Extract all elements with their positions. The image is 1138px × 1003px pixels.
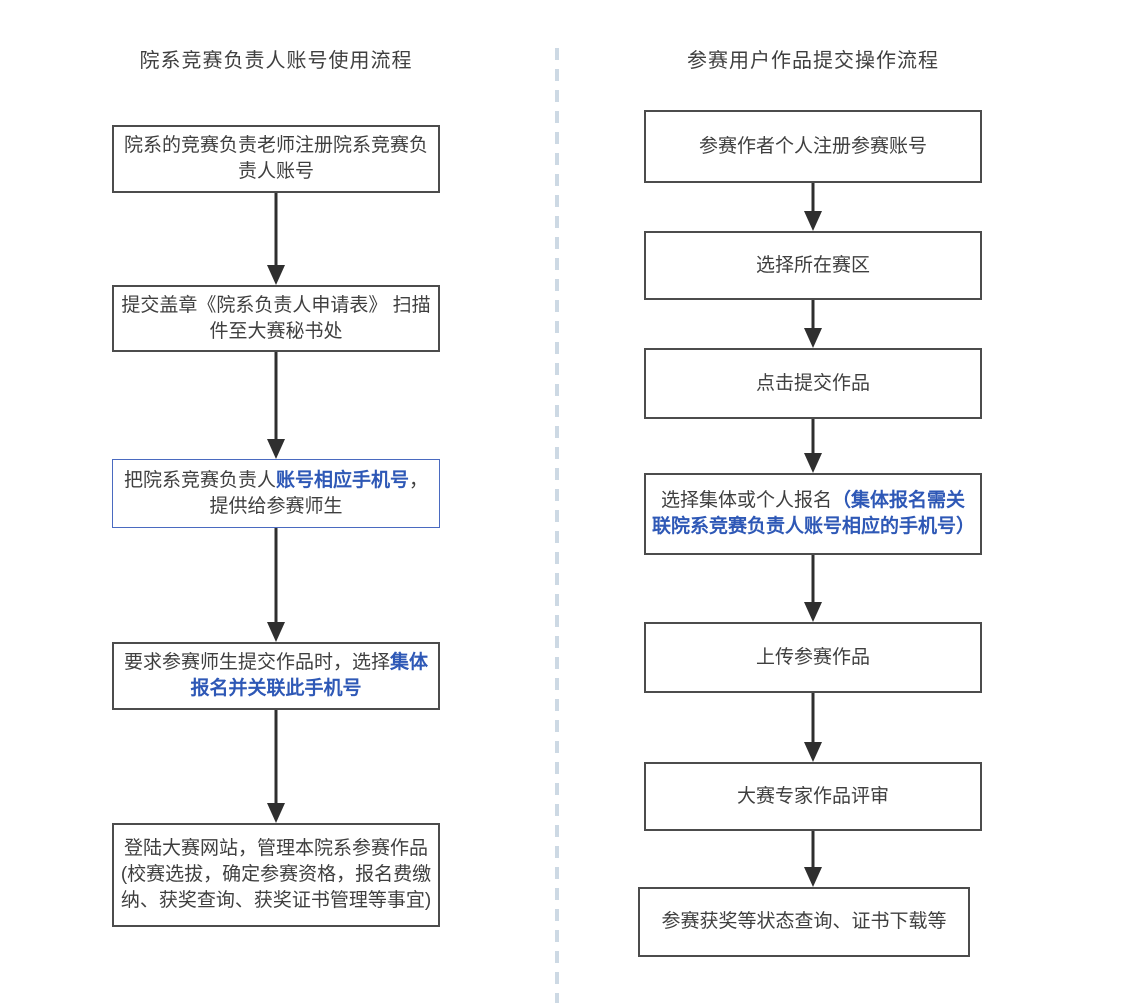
arrow-shaft [274,528,278,630]
step-register-participant-account: 参赛作者个人注册参赛账号 [644,110,982,183]
step-text: 提交盖章《院系负责人申请表》 扫描件至大赛秘书处 [121,294,431,342]
arrow-shaft [811,183,815,219]
step-text: 上传参赛作品 [755,646,870,668]
arrow-shaft [811,831,815,875]
down-arrow-connector [804,555,822,622]
down-arrow-connector [267,528,285,642]
column-divider [555,48,559,1003]
arrow-head-icon [804,211,822,231]
step-click-submit-work: 点击提交作品 [644,348,982,419]
arrow-head-icon [804,328,822,348]
right-flow-title: 参赛用户作品提交操作流程 [687,50,939,72]
arrow-shaft [811,693,815,750]
step-award-status-query: 参赛获奖等状态查询、证书下载等 [638,887,970,957]
step-text: 大赛专家作品评审 [736,785,889,807]
step-text: 选择所在赛区 [755,254,870,276]
down-arrow-connector [804,831,822,887]
arrow-head-icon [804,602,822,622]
down-arrow-connector [804,300,822,348]
arrow-shaft [811,555,815,610]
step-register-leader-account: 院系的竞赛负责老师注册院系竞赛负责人账号 [112,125,440,193]
step-text: 把院系竞赛负责人账号相应手机号，提供给参赛师生 [119,468,433,520]
arrow-head-icon [267,439,285,459]
step-select-region: 选择所在赛区 [644,231,982,300]
step-select-registration-type: 选择集体或个人报名（集体报名需关联院系竞赛负责人账号相应的手机号） [644,473,982,555]
step-expert-review: 大赛专家作品评审 [644,762,982,831]
arrow-shaft [811,300,815,336]
down-arrow-connector [804,693,822,762]
arrow-shaft [274,352,278,447]
arrow-head-icon [804,867,822,887]
step-text: 参赛作者个人注册参赛账号 [698,135,927,157]
arrow-head-icon [267,803,285,823]
step-require-group-registration: 要求参赛师生提交作品时，选择集体报名并关联此手机号 [112,642,440,710]
step-submit-application-form: 提交盖章《院系负责人申请表》 扫描件至大赛秘书处 [112,285,440,352]
down-arrow-connector [267,710,285,823]
down-arrow-connector [267,193,285,285]
arrow-shaft [274,710,278,811]
arrow-head-icon [804,742,822,762]
down-arrow-connector [804,183,822,231]
arrow-head-icon [804,453,822,473]
step-text: 院系的竞赛负责老师注册院系竞赛负责人账号 [123,135,428,182]
arrow-head-icon [267,265,285,285]
step-manage-entries: 登陆大赛网站，管理本院系参赛作品(校赛选拔，确定参赛资格，报名费缴纳、获奖查询、… [112,823,440,927]
step-text-segment: 选择集体或个人报名 [660,490,832,511]
step-text: 选择集体或个人报名（集体报名需关联院系竞赛负责人账号相应的手机号） [652,488,976,540]
step-text-segment: 要求参赛师生提交作品时，选择 [123,652,390,673]
step-text: 点击提交作品 [755,372,870,394]
left-flow-title: 院系竞赛负责人账号使用流程 [139,50,413,72]
step-text-highlight: 账号相应手机号 [275,469,409,491]
arrow-shaft [811,419,815,461]
step-text-highlight: （集体报名需关联院系竞赛负责人账号相应的手机号） [652,490,976,537]
arrow-head-icon [267,622,285,642]
step-provide-phone-number: 把院系竞赛负责人账号相应手机号，提供给参赛师生 [112,459,440,528]
step-text: 要求参赛师生提交作品时，选择集体报名并关联此手机号 [120,650,432,702]
step-text: 参赛获奖等状态查询、证书下载等 [661,911,947,932]
step-text-segment: 把院系竞赛负责人 [123,469,276,491]
arrow-shaft [274,193,278,273]
down-arrow-connector [804,419,822,473]
step-text: 登陆大赛网站，管理本院系参赛作品(校赛选拔，确定参赛资格，报名费缴纳、获奖查询、… [120,838,432,911]
step-upload-work: 上传参赛作品 [644,622,982,693]
step-text-segment: ，提供给参赛师生 [209,469,429,517]
down-arrow-connector [267,352,285,459]
step-text-highlight: 集体报名并关联此手机号 [190,652,429,699]
